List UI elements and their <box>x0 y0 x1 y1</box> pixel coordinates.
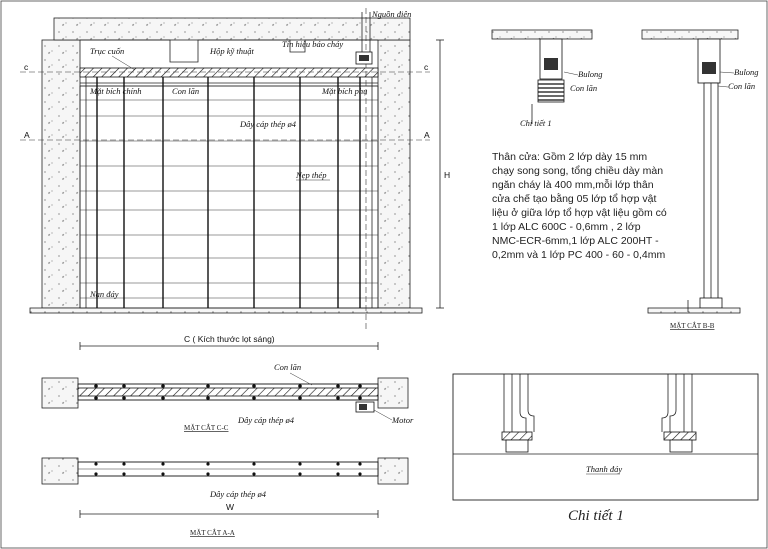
right-wall <box>377 39 411 309</box>
title-section-bb: MẶT CẮT B-B <box>670 322 715 330</box>
dim-width-c: C ( Kích thước lọt sáng) <box>184 334 275 344</box>
label-bottom-rail: Nan đáy <box>89 289 119 299</box>
svg-text:A: A <box>24 130 30 140</box>
label-bolt-left: Bulong <box>578 69 603 79</box>
section-bb: Bulong Con lăn Chi tiết 1 Bulong Con lăn… <box>491 29 759 330</box>
description-line: ngăn cháy là 400 mm,mỗi lớp thân <box>492 178 654 191</box>
vertical-cables <box>96 77 361 308</box>
label-roller-shaft: Trục cuốn <box>90 46 124 56</box>
section-cc: Con lăn Motor Dây cáp thép ø4 MẶT CẮT C-… <box>41 362 414 432</box>
front-elevation: c A c A H C ( Kích thước lọt sáng) Nguồn… <box>20 8 450 350</box>
floor-slab <box>29 307 423 314</box>
dim-height: H <box>444 170 450 180</box>
label-detail-1: Chi tiết 1 <box>520 118 552 128</box>
section-aa: Dây cáp thép ø4 W MẶT CẮT A-A <box>41 457 409 537</box>
label-roller-cc: Con lăn <box>274 362 301 372</box>
label-roller-right: Con lăn <box>728 81 755 91</box>
svg-text:A: A <box>424 130 430 140</box>
label-main-flange: Mặt bích chính <box>89 86 141 96</box>
label-roller-left: Con lăn <box>570 83 597 93</box>
label-tech-box: Hộp kỹ thuật <box>209 46 255 56</box>
description-line: chạy song song, tổng chiều dày màn <box>492 165 663 177</box>
label-bottom-bar: Thanh đáy <box>586 464 622 474</box>
description-line: cửa chế tạo bằng 05 lớp tổ hợp vật <box>492 192 656 205</box>
label-motor: Motor <box>391 415 414 425</box>
lintel-beam <box>53 17 411 41</box>
label-cable-aa: Dây cáp thép ø4 <box>209 489 267 499</box>
dim-width-w: W <box>226 502 234 512</box>
label-power: Nguồn điện <box>371 9 411 19</box>
steel-strips <box>80 99 378 299</box>
description-block: Thân cửa: Gồm 2 lớp dày 15 mm chạy song … <box>492 151 667 261</box>
title-section-aa: MẶT CẮT A-A <box>190 529 235 537</box>
roller-shaft <box>79 67 379 78</box>
description-line: 1 lớp ALC 600C - 0,6mm , 2 lớp <box>492 221 641 233</box>
label-cable-cc: Dây cáp thép ø4 <box>237 415 295 425</box>
svg-text:c: c <box>424 62 429 72</box>
cc-cable-dots <box>94 384 362 400</box>
description-line: Thân cửa: Gồm 2 lớp dày 15 mm <box>492 151 647 163</box>
left-wall <box>41 39 81 309</box>
label-bolt-right: Bulong <box>734 67 759 77</box>
description-line: liệu ở giữa lớp tổ hợp vật liệu gồm có <box>492 207 667 219</box>
label-fire-signal: Tín hiệu báo cháy <box>282 39 343 49</box>
description-line: 0,2mm và 1 lớp PC 400 - 60 - 0,4mm <box>492 249 665 261</box>
aa-cable-dots <box>94 462 362 476</box>
detail-1: Thanh đáy Chi tiết 1 <box>452 373 759 524</box>
svg-text:c: c <box>24 62 29 72</box>
label-roller-front: Con lăn <box>172 86 199 96</box>
title-detail-1: Chi tiết 1 <box>568 508 624 524</box>
description-line: NMC-ECR-6mm,1 lớp ALC 200HT - <box>492 235 659 247</box>
label-steel-strip: Nẹp thép <box>295 170 326 180</box>
label-steel-cable-front: Dây cáp thép ø4 <box>239 119 297 129</box>
label-side-flange: Mặt bích phụ <box>321 86 367 96</box>
door-panel <box>79 85 379 309</box>
title-section-cc: MẶT CẮT C-C <box>184 424 229 432</box>
